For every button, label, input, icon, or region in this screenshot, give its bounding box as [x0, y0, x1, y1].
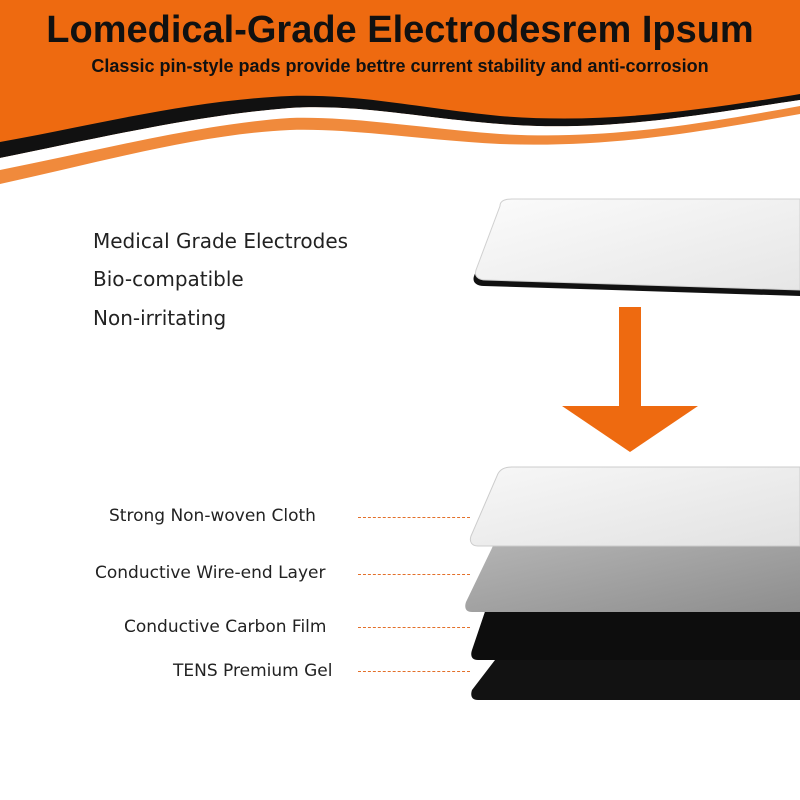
down-arrow-icon — [562, 307, 698, 452]
feature-bio-compatible: Bio-compatible — [93, 267, 244, 291]
leader-line-wire-end — [358, 574, 470, 575]
wire-end-layer-image — [465, 540, 800, 612]
leader-line-gel — [358, 671, 470, 672]
layer-label-carbon-film: Conductive Carbon Film — [124, 617, 327, 637]
gel-layer-image — [471, 652, 800, 700]
assembled-pad-image — [473, 198, 800, 296]
page-subtitle: Classic pin-style pads provide bettre cu… — [91, 56, 709, 76]
leader-line-carbon-film — [358, 627, 470, 628]
layer-label-cloth: Strong Non-woven Cloth — [109, 506, 316, 526]
header-banner — [0, 0, 800, 184]
cloth-layer-image — [469, 466, 800, 547]
page-title: Lomedical-Grade Electrodesrem Ipsum — [46, 9, 754, 51]
feature-medical-grade: Medical Grade Electrodes — [93, 229, 349, 253]
layer-label-wire-end: Conductive Wire-end Layer — [95, 563, 326, 583]
layer-label-gel: TENS Premium Gel — [173, 661, 333, 681]
feature-non-irritating: Non-irritating — [93, 306, 227, 330]
leader-line-cloth — [358, 517, 470, 518]
